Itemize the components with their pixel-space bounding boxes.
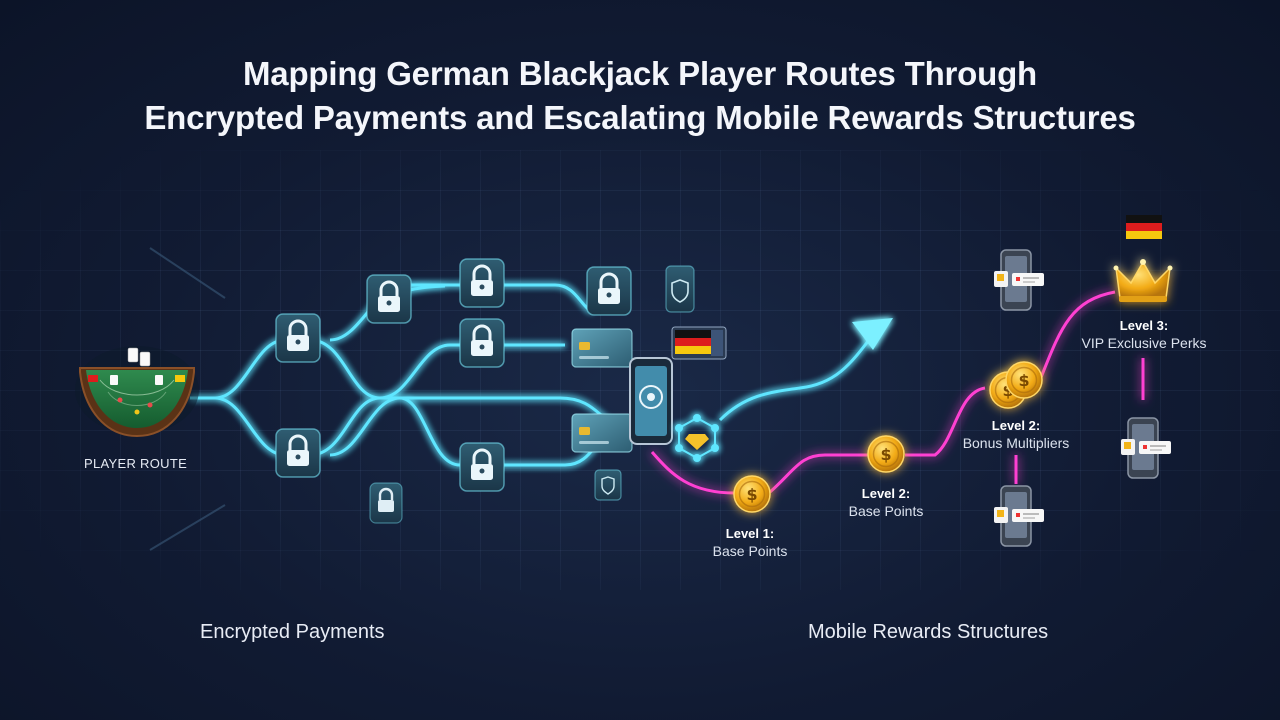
level-title: Level 1: bbox=[725, 526, 775, 541]
german-flag-icon bbox=[1126, 215, 1162, 239]
padlock-icon bbox=[458, 317, 506, 369]
padlock-icon bbox=[365, 273, 413, 325]
smartphone-icon bbox=[993, 485, 1045, 547]
level-2-bonus-label: Level 2: Bonus Multipliers bbox=[941, 418, 1091, 452]
gold-coin-stack-icon bbox=[989, 361, 1043, 409]
player-route-label: PLAYER ROUTE bbox=[84, 456, 188, 471]
gold-coin-icon bbox=[867, 435, 905, 473]
blackjack-table-icon bbox=[75, 346, 199, 438]
level-title: Level 2: bbox=[861, 486, 911, 501]
level-subtitle: Bonus Multipliers bbox=[962, 435, 1070, 451]
gold-coin-icon bbox=[733, 475, 771, 513]
padlock-icon bbox=[274, 312, 322, 364]
arrow-head bbox=[852, 318, 893, 350]
level-2-base-label: Level 2: Base Points bbox=[826, 486, 946, 520]
decor-line bbox=[149, 247, 226, 299]
rewards-route bbox=[650, 290, 1145, 495]
padlock-icon bbox=[368, 481, 404, 525]
level-subtitle: Base Points bbox=[712, 543, 788, 559]
padlock-icon bbox=[458, 257, 506, 309]
diamond-icon bbox=[685, 434, 709, 450]
credit-card-icon bbox=[571, 328, 633, 368]
shield-lock-icon bbox=[665, 265, 695, 313]
crown-icon bbox=[1113, 259, 1173, 302]
german-flag-icon bbox=[671, 326, 727, 360]
title-line-1: Mapping German Blackjack Player Routes T… bbox=[243, 55, 1037, 92]
level-subtitle: Base Points bbox=[848, 503, 924, 519]
credit-card-icon bbox=[571, 413, 633, 453]
smartphone-icon bbox=[629, 357, 673, 445]
level-1-label: Level 1: Base Points bbox=[690, 526, 810, 560]
title-line-2: Encrypted Payments and Escalating Mobile… bbox=[144, 99, 1136, 136]
padlock-icon bbox=[274, 427, 322, 479]
decor-line bbox=[149, 504, 226, 551]
smartphone-icon bbox=[1120, 417, 1172, 479]
gem-hub-icon bbox=[675, 414, 719, 462]
shield-lock-icon bbox=[594, 469, 622, 501]
encrypted-payments-caption: Encrypted Payments bbox=[200, 621, 385, 643]
smartphone-icon bbox=[993, 249, 1045, 311]
level-title: Level 3: bbox=[1119, 318, 1169, 333]
padlock-icon bbox=[458, 441, 506, 493]
padlock-icon bbox=[585, 265, 633, 317]
level-title: Level 2: bbox=[991, 418, 1041, 433]
level-subtitle: VIP Exclusive Perks bbox=[1081, 335, 1207, 351]
mobile-rewards-caption: Mobile Rewards Structures bbox=[808, 621, 1049, 643]
page-title: Mapping German Blackjack Player Routes T… bbox=[0, 52, 1280, 140]
level-3-label: Level 3: VIP Exclusive Perks bbox=[1063, 318, 1225, 352]
